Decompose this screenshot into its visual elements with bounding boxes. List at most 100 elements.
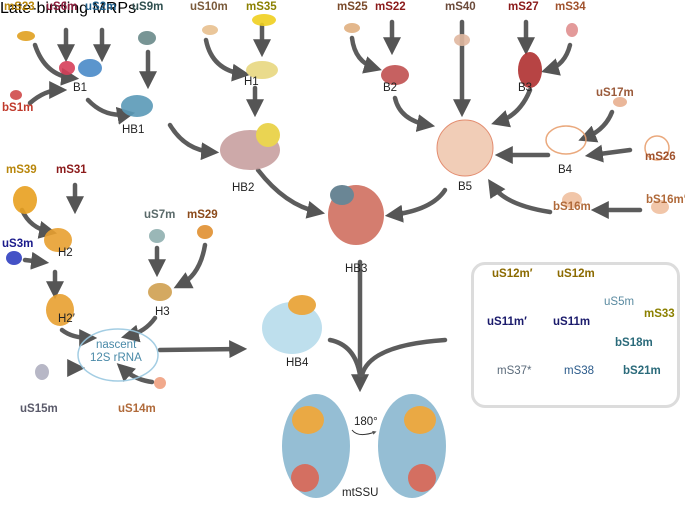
arrow-mS29-H3 (173, 242, 208, 289)
rotation-arc (351, 429, 377, 436)
structure-mS35 (252, 14, 276, 26)
arrow-nascent-HB4 (157, 340, 248, 359)
node-H2: H2 (58, 247, 73, 259)
late-uS12m-prime: uS12m′ (492, 268, 533, 280)
structure-B5 (436, 119, 494, 177)
structure-B1-b (78, 59, 102, 77)
arrow-uS10m-H1 (203, 37, 251, 82)
label-uS9m: uS9m (132, 1, 164, 13)
label-mS25: mS25 (337, 1, 368, 13)
structure-bS16mprime (651, 200, 669, 214)
arrow-HB1-HB2 (167, 122, 220, 161)
label-mS27: mS27 (508, 1, 539, 13)
label-mS23: mS23 (4, 1, 35, 13)
late-uS11m: uS11m (553, 316, 591, 328)
arrow-H3-nascent (120, 315, 158, 343)
structure-H2prime (46, 294, 74, 326)
node-HB2: HB2 (232, 182, 255, 194)
late-uS12m: uS12m (557, 268, 595, 280)
structure-mS25 (344, 23, 360, 33)
structure-H2 (44, 228, 72, 252)
label-bS1m: bS1m (2, 102, 34, 114)
label-uS14m: uS14m (118, 403, 156, 415)
structure-uS9m (138, 31, 156, 45)
label-mS35: mS35 (246, 1, 277, 13)
node-B4: B4 (558, 164, 573, 176)
label-bS16m: bS16m (553, 201, 591, 213)
late-bS18m: bS18m (615, 337, 653, 349)
structure-uS7m (149, 229, 165, 243)
late-binding-title: Late-binding MRPs (0, 0, 137, 17)
structure-H1 (246, 61, 278, 79)
late-bS21m: bS21m (623, 365, 661, 377)
structure-H3 (148, 283, 172, 301)
arrow-HB4-mtSSU (327, 337, 363, 378)
node-H2-prime: H2′ (58, 313, 75, 325)
structure-mS23 (17, 31, 35, 41)
structure-HB2-b (256, 123, 280, 147)
structure-mtSSU-left-c (291, 464, 319, 492)
structure-mtSSU-left-b (292, 406, 324, 434)
nascent-rrna-label-1: nascent (96, 339, 137, 351)
structure-bS16m (562, 192, 582, 208)
node-B2: B2 (383, 82, 398, 94)
node-B1: B1 (73, 82, 88, 94)
structure-bS1m (10, 90, 22, 100)
node-HB4: HB4 (286, 357, 309, 369)
structure-uS15m (35, 364, 49, 380)
label-mS34: mS34 (555, 1, 586, 13)
label-uS15m: uS15m (20, 403, 58, 415)
arrow-uS17m-B4 (578, 109, 615, 143)
label-mS40: mS40 (445, 1, 476, 13)
node-B3: B3 (518, 82, 533, 94)
structure-HB1 (121, 95, 153, 117)
late-mS33: mS33 (644, 308, 675, 320)
label-uS7m: uS7m (144, 209, 176, 221)
arrow-B5-HB3 (384, 187, 448, 223)
label-uS6m: uS6m (46, 1, 78, 13)
label-uS2m: uS2m (85, 1, 117, 13)
structure-mS26 (644, 135, 670, 161)
label-mS29: mS29 (187, 209, 218, 221)
node-H1: H1 (244, 76, 259, 88)
late-binding-panel (471, 262, 680, 408)
structure-mtSSU-right-b (404, 406, 436, 434)
arrow-bS16m-B5 (488, 178, 553, 215)
late-mS37: mS37* (497, 365, 532, 377)
structure-HB4 (262, 302, 322, 354)
node-H3: H3 (155, 306, 170, 318)
nascent-rrna-label-2: 12S rRNA (90, 352, 142, 364)
structure-HB3-b (330, 185, 354, 205)
node-HB1: HB1 (122, 124, 145, 136)
structure-B4 (545, 125, 587, 155)
label-mS22: mS22 (375, 1, 406, 13)
label-uS3m: uS3m (2, 238, 34, 250)
label-mS39: mS39 (6, 164, 37, 176)
node-B5: B5 (458, 181, 473, 193)
label-mS26: mS26 (645, 151, 676, 163)
arrow-mS34-B3 (541, 42, 573, 76)
structure-B2 (381, 65, 409, 85)
arrow-B3-B5 (491, 87, 533, 128)
arrow-uS14m-nascent (116, 363, 155, 385)
arrow-B1-HB1 (85, 97, 136, 125)
structure-uS14m (154, 377, 166, 389)
arrow-HB2-HB3 (255, 167, 326, 219)
arrow-H2prime-nascent (59, 327, 98, 347)
structure-B1-a (59, 61, 75, 75)
structure-B3 (518, 52, 542, 88)
structure-uS17m (613, 97, 627, 107)
structure-mS39 (13, 186, 37, 214)
late-uS11m-prime: uS11m′ (487, 316, 527, 328)
arrow-mS26-B4 (584, 144, 633, 163)
node-mtSSU: mtSSU (342, 487, 379, 499)
label-uS17m: uS17m (596, 87, 634, 99)
arrow-bS1m-B1 (27, 81, 68, 106)
rotation-label: 180° (354, 416, 378, 428)
structure-mS40 (454, 34, 470, 46)
arrow-late-mtSSU (359, 337, 448, 378)
arrow-mS25-B2 (349, 35, 382, 74)
late-mS38: mS38 (564, 365, 595, 377)
